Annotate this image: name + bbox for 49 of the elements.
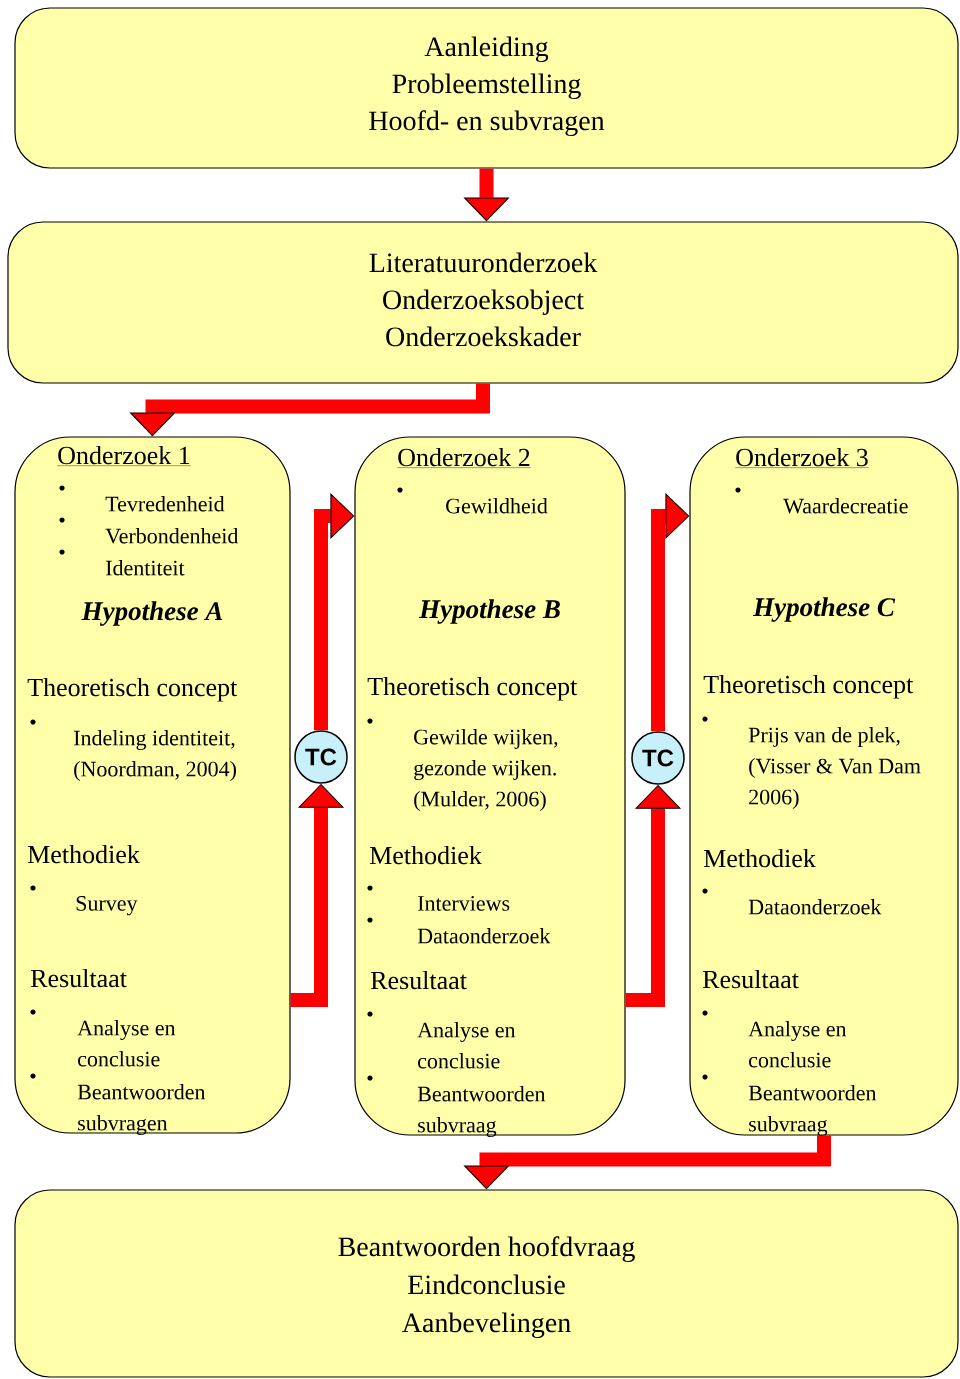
bullet-text: Dataonderzoek xyxy=(748,899,882,915)
bullet-text: Beantwoorden subvraag xyxy=(748,1085,877,1137)
section-heading: Resultaat xyxy=(370,970,467,990)
hypothesis-title: Hypothese C xyxy=(752,597,896,622)
hypothesis-title: Hypothese A xyxy=(81,601,223,626)
bullet-text: Analyse en conclusie xyxy=(77,1020,176,1067)
block-arrow xyxy=(651,493,690,732)
hypothesis-title: Hypothese B xyxy=(418,599,560,624)
box-text: Literatuuronderzoek xyxy=(369,252,598,273)
block-arrow xyxy=(314,493,355,731)
bullet-text: Tevredenheid xyxy=(105,496,225,512)
section-heading: Methodiek xyxy=(27,844,140,864)
bullet-text: Identiteit xyxy=(106,560,185,576)
bullet-text: Dataonderzoek xyxy=(417,928,551,944)
box-text: Aanbevelingen xyxy=(402,1312,571,1339)
bullet-text: Gewilde wijken, gezonde wijken. (Mulder, 2006) xyxy=(414,729,558,811)
bullet-text: Gewildheid xyxy=(446,498,548,514)
section-heading: Resultaat xyxy=(30,968,127,988)
bullet-text: Interviews xyxy=(418,896,510,911)
box-text: Beantwoorden hoofdvraag xyxy=(338,1236,635,1263)
section-heading: Theoretisch concept xyxy=(27,677,238,702)
section-heading: Theoretisch concept xyxy=(703,674,914,699)
bullet-text: Beantwoorden subvragen xyxy=(77,1084,206,1136)
box-text: Onderzoeksobject xyxy=(383,289,584,315)
block-arrow xyxy=(130,383,490,437)
block-arrow xyxy=(625,785,681,1007)
bullet-text: Prijs van de plek, (Visser & Van Dam 2006) xyxy=(748,727,921,809)
block-arrow xyxy=(464,168,509,222)
box-text: Aanleiding xyxy=(424,36,549,63)
bullet-text: Beantwoorden subvraag xyxy=(417,1086,546,1138)
bullet-text: Verbondenheid xyxy=(105,528,239,544)
section-heading: Methodiek xyxy=(369,845,482,865)
box-text: Onderzoekskader xyxy=(386,326,581,347)
box-text: Probleemstelling xyxy=(392,73,581,100)
box-text: Hoofd- en subvragen xyxy=(369,110,605,137)
bullet-text: Analyse en conclusie xyxy=(417,1022,516,1069)
section-heading: Theoretisch concept xyxy=(367,676,578,701)
bullet-text: Analyse en conclusie xyxy=(748,1021,847,1068)
block-arrow xyxy=(464,1135,831,1190)
section-heading: Resultaat xyxy=(702,969,799,989)
box-text: Eindconclusie xyxy=(408,1274,565,1295)
column-heading: Onderzoek 3 xyxy=(735,447,869,468)
bullet-text: Indeling identiteit, (Noordman, 2004) xyxy=(74,730,236,781)
block-arrow xyxy=(290,784,344,1007)
bullet-text: Waardecreatie xyxy=(783,498,908,514)
column-heading: Onderzoek 1 xyxy=(57,445,191,466)
section-heading: Methodiek xyxy=(703,848,816,868)
column-heading: Onderzoek 2 xyxy=(397,447,531,468)
bullet-text: Survey xyxy=(76,896,138,916)
